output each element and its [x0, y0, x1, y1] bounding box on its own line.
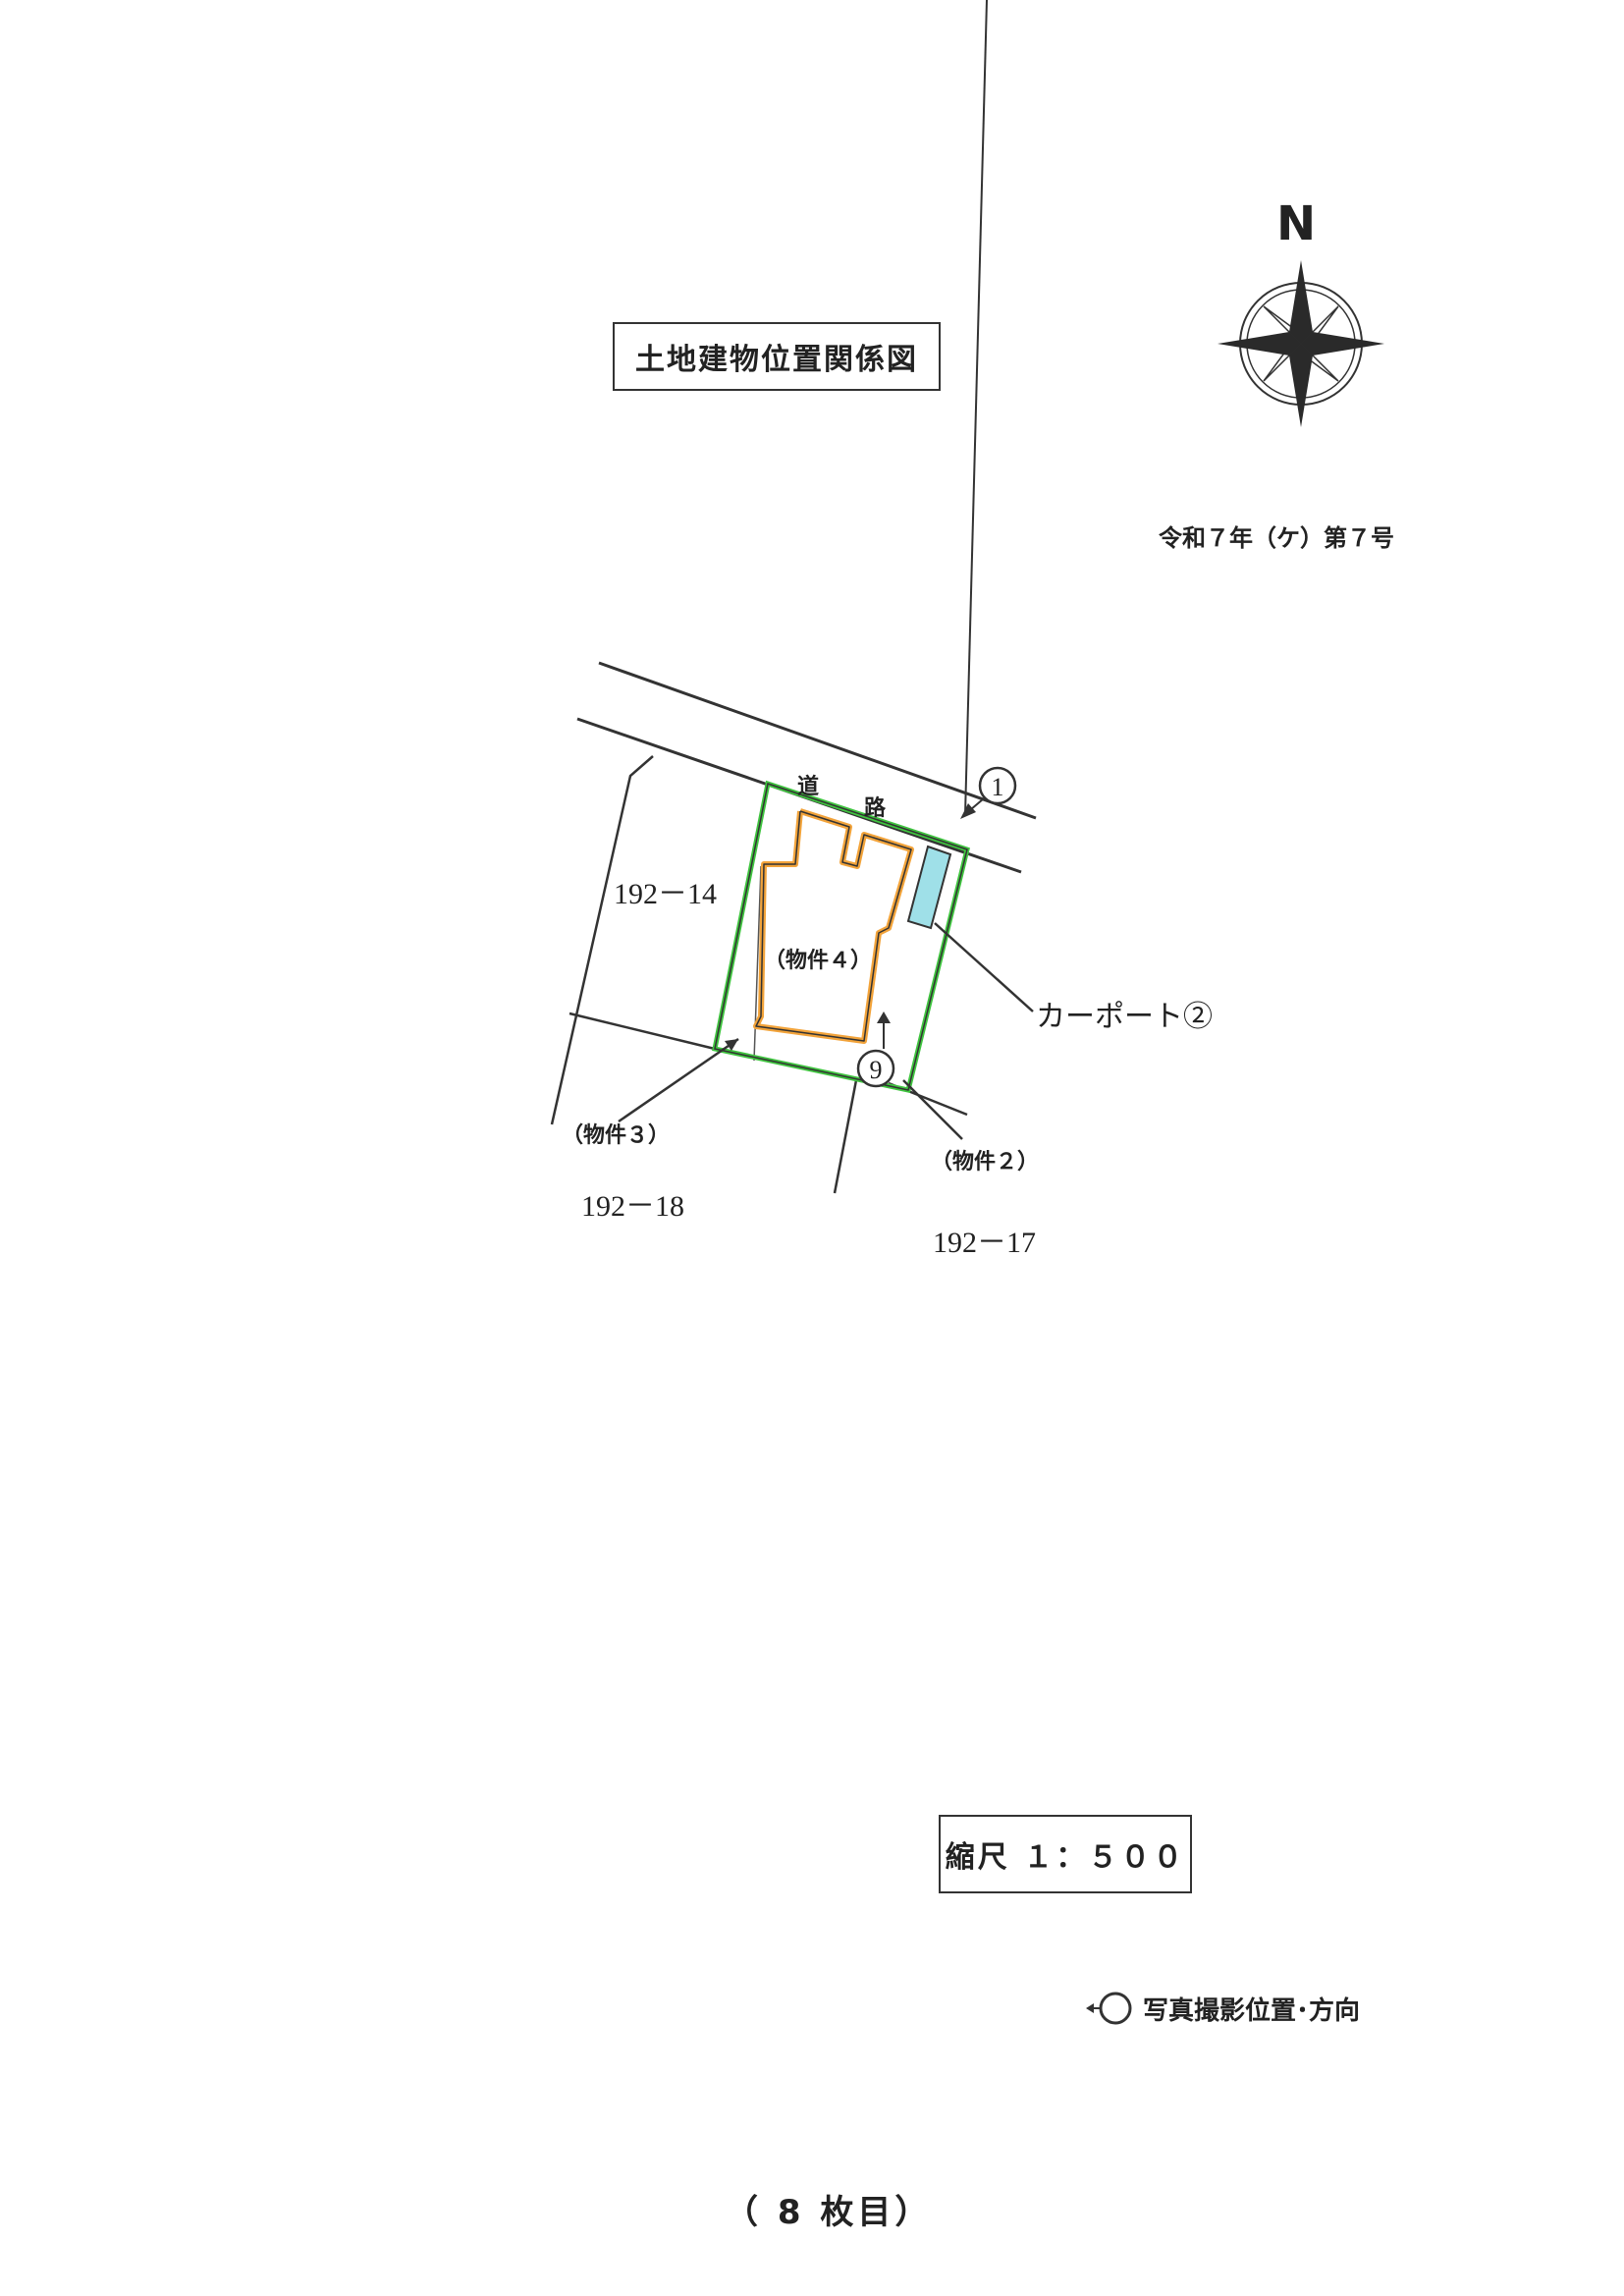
prop2-leader — [902, 1079, 963, 1140]
legend-label: 写真撮影位置･方向 — [1143, 1995, 1361, 2026]
photo-marker-9 — [856, 1049, 895, 1088]
photo-1-arrowhead — [960, 803, 976, 819]
parcel-192-18: 192－18 — [581, 1190, 684, 1223]
property-2-label: （物件２） — [931, 1149, 1039, 1175]
compass-north-label: N — [1276, 196, 1317, 251]
building-outline — [753, 808, 914, 1044]
prop3-leader — [618, 1037, 739, 1123]
road-label-2: 路 — [864, 795, 887, 821]
case-number: 令和７年（ケ）第７号 — [1159, 524, 1394, 552]
photo-direction-icon — [1086, 1992, 1132, 2025]
boundary-192-14-west — [550, 755, 654, 1125]
road-label-1: 道 — [797, 774, 819, 799]
page-indicator: （ 8 枚目） — [725, 2193, 933, 2232]
carport-leader — [934, 922, 1034, 1012]
parcel-192-17: 192－17 — [933, 1227, 1036, 1259]
photo-1-arrow-line — [964, 0, 988, 816]
prop3-arrowhead — [725, 1039, 738, 1051]
boundary-192-14-south — [568, 1011, 716, 1051]
boundary-192-17-west — [833, 1079, 858, 1194]
road-edge-north — [598, 661, 1037, 820]
compass-rose-icon — [1218, 260, 1384, 427]
building-line — [755, 810, 912, 1042]
scale-label: 縮尺 １：５００ — [939, 1815, 1192, 1893]
photo-marker-1-label: 1 — [992, 773, 1004, 801]
photo-marker-1 — [978, 766, 1017, 805]
photo-marker-9-label: 9 — [870, 1056, 883, 1084]
land-parcel-outline — [712, 780, 970, 1093]
photo-9-arrowhead — [877, 1011, 891, 1023]
carport-rect — [906, 845, 952, 930]
property-3-label: （物件３） — [562, 1122, 670, 1148]
carport-label: カーポート② — [1036, 1001, 1213, 1033]
photo-position-legend: 写真撮影位置･方向 — [1084, 1989, 1360, 2028]
parcel-192-14: 192－14 — [614, 878, 717, 910]
land-parcel-line — [714, 783, 968, 1091]
map-title: 土地建物位置関係図 — [613, 322, 941, 391]
property-4-label: （物件４） — [764, 948, 872, 973]
